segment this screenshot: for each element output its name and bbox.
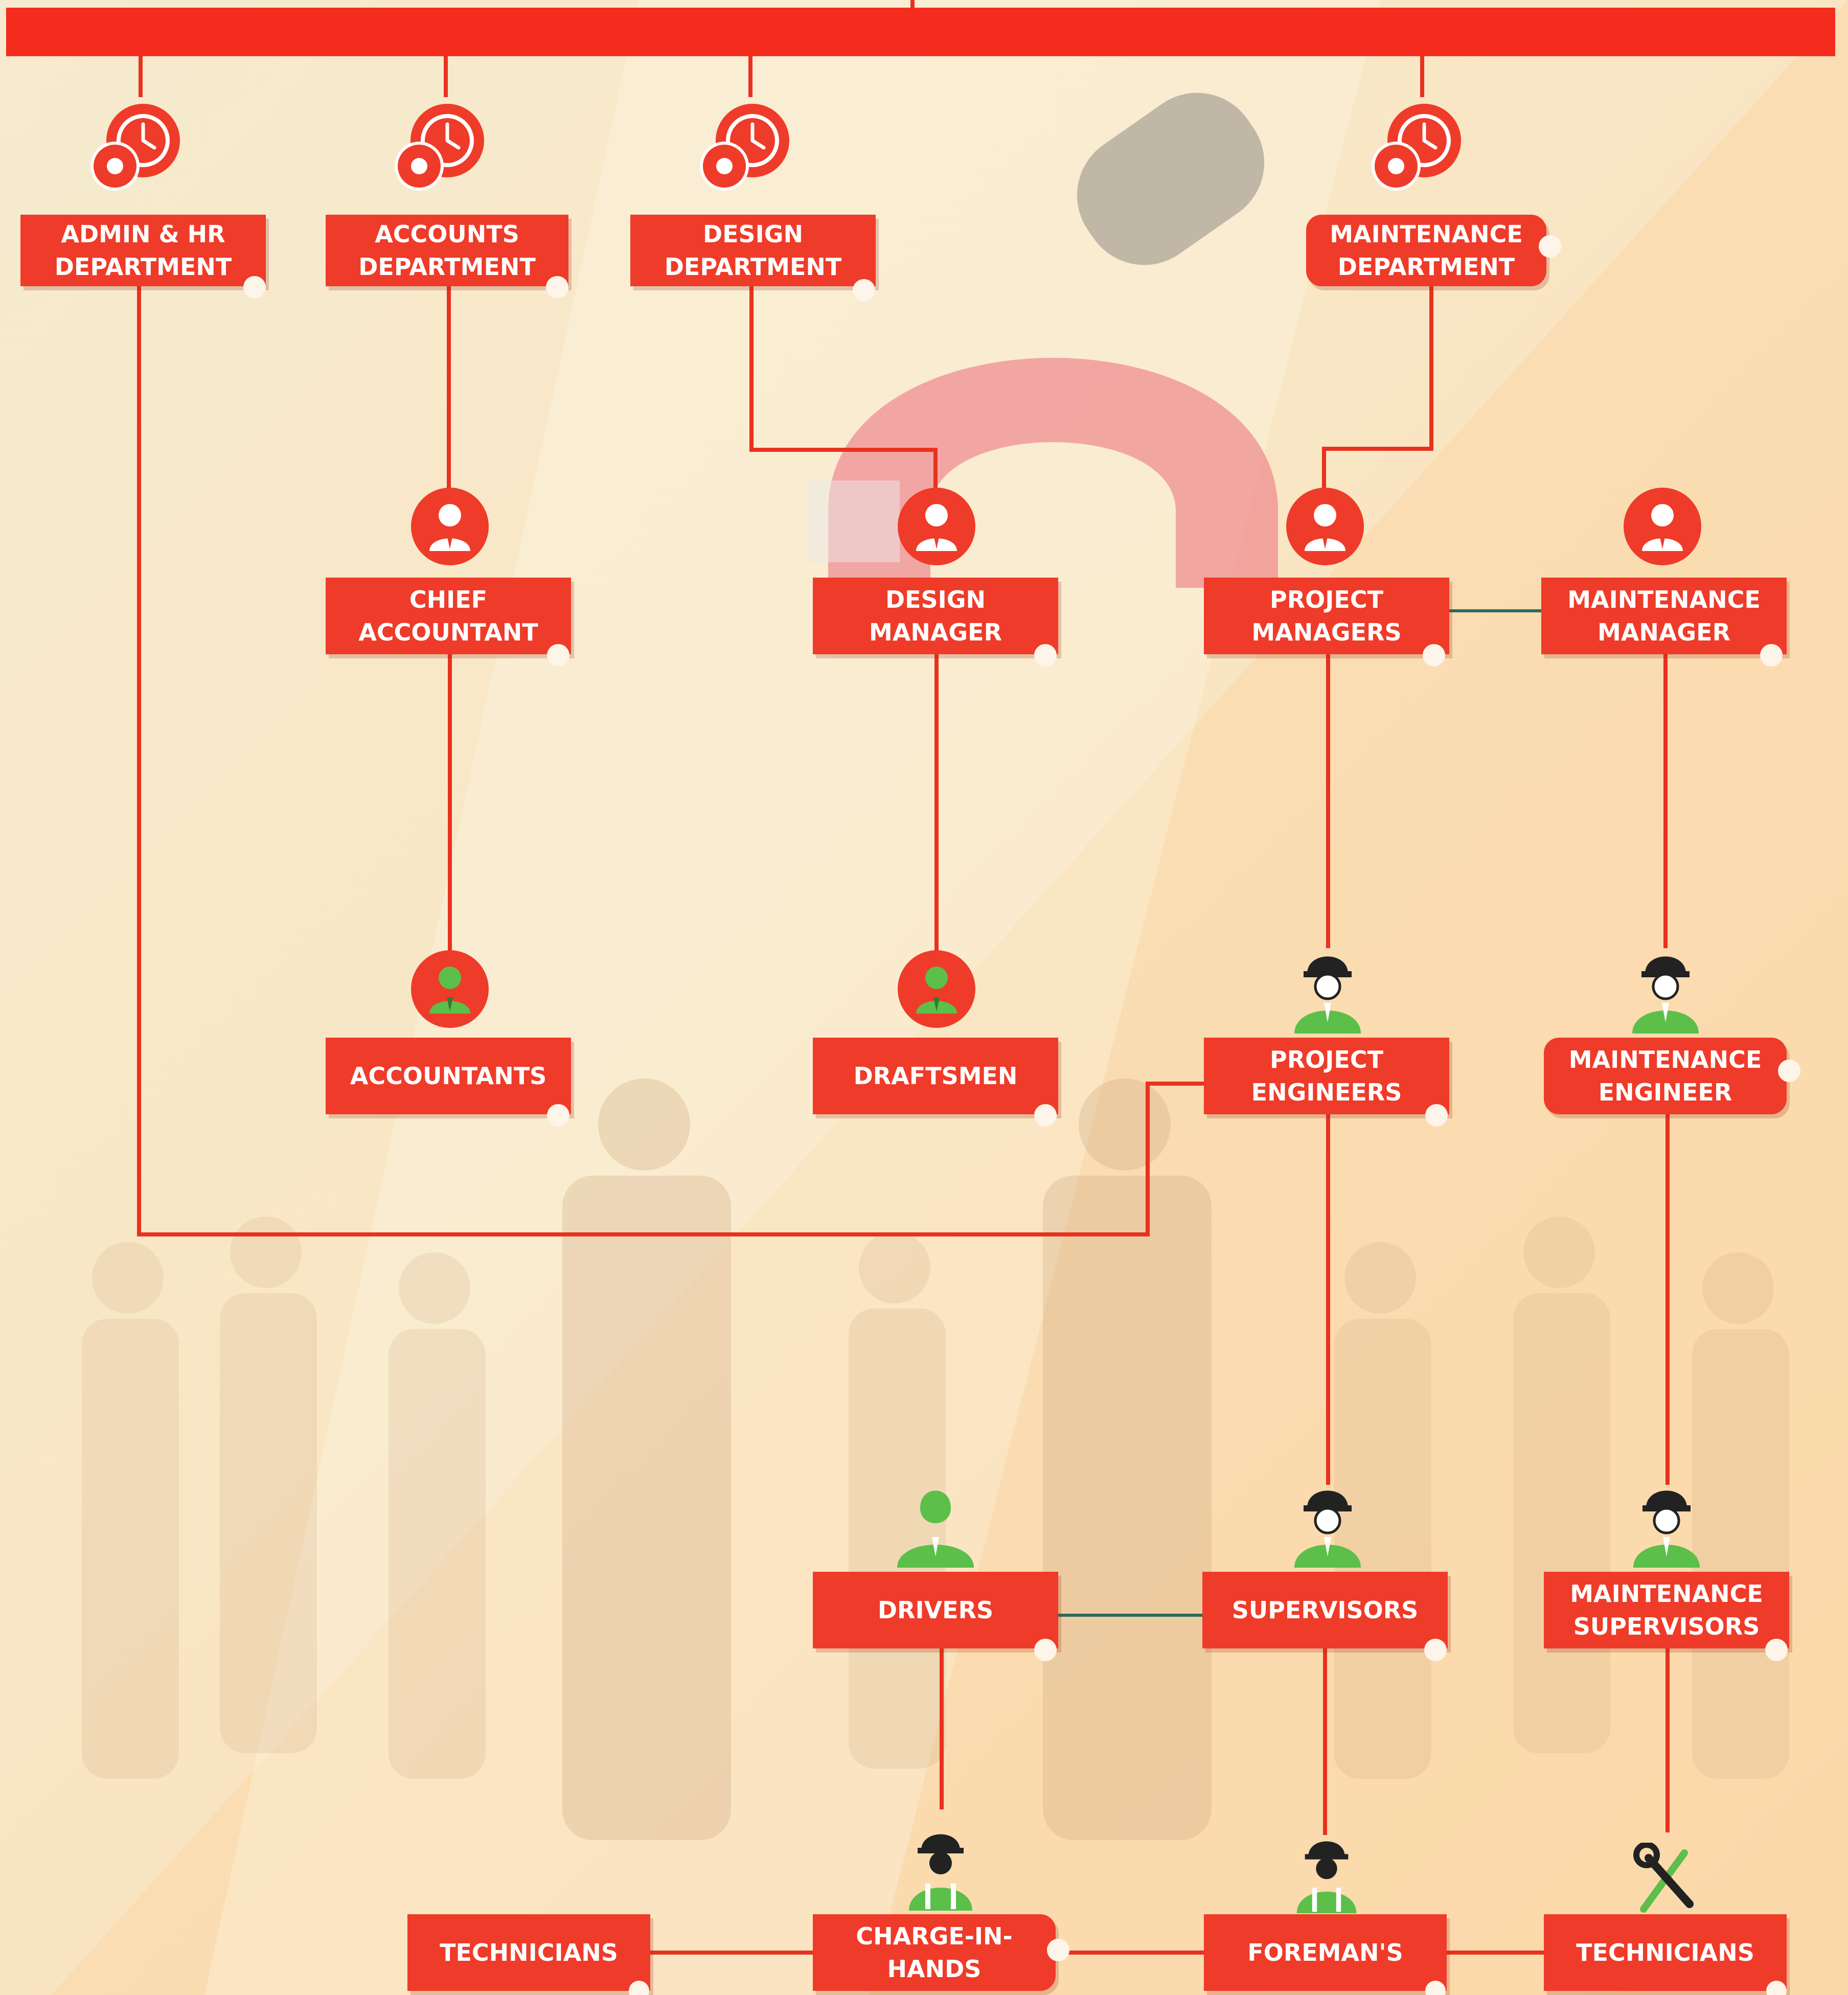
clock-gear-icon (700, 104, 789, 191)
vest-worker-icon (909, 1834, 972, 1911)
project-engineers-node: PROJECT ENGINEERS (1204, 1038, 1449, 1114)
hardhat-worker-icon (1294, 1490, 1361, 1568)
clock-gear-icon (90, 104, 180, 191)
clock-gear-icon (1372, 104, 1461, 191)
drivers-node: DRIVERS (813, 1572, 1058, 1648)
manager-icon (1286, 488, 1364, 565)
manager-icon (411, 488, 489, 565)
chief-accountant-node: CHIEF ACCOUNTANT (326, 578, 571, 654)
project-managers-node: PROJECT MANAGERS (1204, 578, 1449, 654)
design-manager-node: DESIGN MANAGER (813, 578, 1058, 654)
technicians-left-node: TECHNICIANS (407, 1914, 650, 1991)
admin-hr-department-node: ADMIN & HR DEPARTMENT (20, 215, 266, 286)
technicians-right-node: TECHNICIANS (1544, 1914, 1787, 1991)
hardhat-worker-icon (1632, 956, 1699, 1034)
design-department-node: DESIGN DEPARTMENT (630, 215, 876, 286)
tools-icon (1633, 1843, 1694, 1913)
hardhat-worker-icon (1633, 1490, 1700, 1568)
charge-in-hands-node: CHARGE-IN- HANDS (813, 1914, 1056, 1991)
accounts-department-node: ACCOUNTS DEPARTMENT (326, 215, 568, 286)
admin-to-engineers-line (137, 286, 1204, 1236)
accountants-node: ACCOUNTANTS (326, 1038, 571, 1114)
supervisors-node: SUPERVISORS (1202, 1572, 1448, 1648)
manager-icon (898, 488, 975, 565)
foremans-node: FOREMAN'S (1204, 1914, 1447, 1991)
maintenance-department-node: MAINTENANCE DEPARTMENT (1306, 215, 1546, 286)
draftsmen-node: DRAFTSMEN (813, 1038, 1058, 1114)
maintenance-manager-node: MAINTENANCE MANAGER (1541, 578, 1787, 654)
clock-gear-icon (395, 104, 484, 191)
top-bar (6, 8, 1835, 56)
staff-plain-icon (897, 1490, 974, 1568)
staff-icon (411, 950, 489, 1028)
vest-worker-icon (1296, 1841, 1357, 1914)
maintenance-engineer-node: MAINTENANCE ENGINEER (1544, 1038, 1787, 1114)
hardhat-worker-icon (1294, 956, 1361, 1034)
staff-icon (898, 950, 975, 1028)
manager-icon (1624, 488, 1701, 565)
maintenance-supervisors-node: MAINTENANCE SUPERVISORS (1544, 1572, 1789, 1648)
